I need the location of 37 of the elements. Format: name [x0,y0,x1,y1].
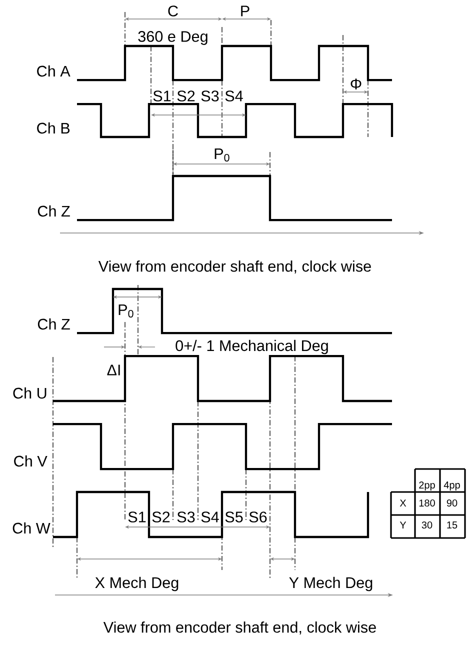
table-cell: 180 [419,499,435,507]
table-cell: 90 [446,499,458,507]
dimension-label: 360 e Deg [138,31,208,45]
table-cell: X [400,500,406,506]
segment-label: S3 [201,90,219,102]
segment-label: S4 [225,90,243,102]
segment-label: S6 [249,512,267,522]
segment-label: S5 [225,512,243,522]
dimension-label: P$_{0}$ [214,148,230,162]
table-cell: Y [400,522,406,528]
table-cell: 30 [422,521,432,529]
table-cell: 15 [447,522,458,528]
segment-label: S2 [177,90,195,102]
table-cell: 4pp [444,482,460,490]
dimension-label: Φ [350,78,362,90]
caption: View from encoder shaft end, clock wise [98,260,371,274]
dimension-label: P [241,6,250,16]
table-cell: 2pp [419,481,435,491]
caption: View from encoder shaft end, clock wise [103,621,376,635]
channel-label: Ch A [37,65,70,77]
segment-label: S2 [152,512,170,522]
channel-label: Ch W [12,522,50,534]
channel-label: Ch Z [38,205,70,217]
segment-label: S1 [153,90,171,102]
channel-label: Ch V [14,455,48,467]
channel-label: Ch B [37,122,70,134]
channel-label: Ch Z [38,318,70,330]
dimension-label: C [168,6,178,16]
dimension-label: ΔI [107,364,120,376]
dimension-label: P$_{0}$ [118,304,134,318]
dimension-label: 0+/- 1 Mechanical Deg [176,340,328,354]
channel-label: Ch U [13,387,46,399]
dimension-label: Y Mech Deg [289,576,372,592]
segment-label: S3 [177,512,195,522]
segment-label: S1 [128,512,146,522]
dimension-label: X Mech Deg [95,576,178,592]
segment-label: S4 [201,512,219,522]
